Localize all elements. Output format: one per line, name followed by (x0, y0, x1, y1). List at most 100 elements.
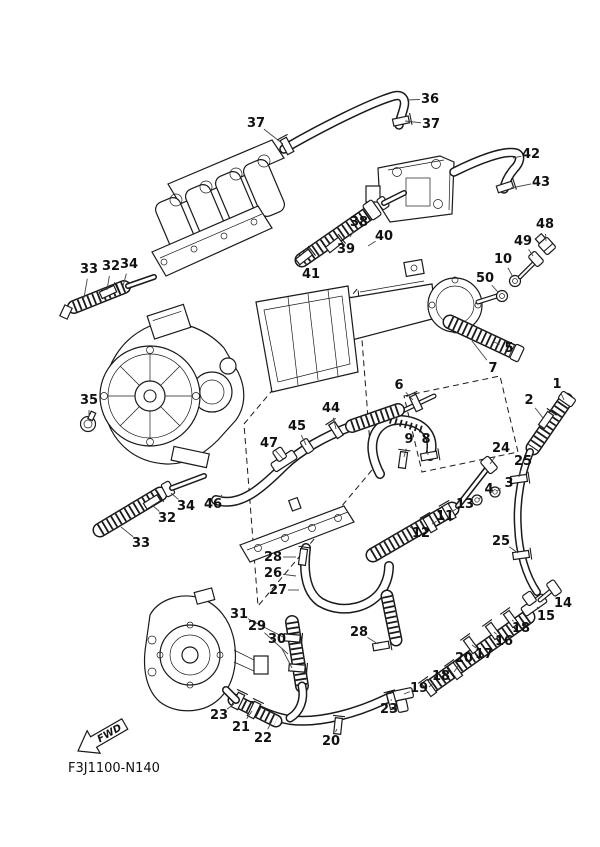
callout-5: 5 (504, 341, 513, 356)
hose-26-27 (297, 543, 403, 652)
leader-line-36 (406, 98, 421, 101)
pipe-joint-rail (239, 496, 355, 563)
leader-line-28 (367, 636, 379, 645)
leader-line-22 (267, 720, 273, 730)
callout-33: 33 (132, 536, 150, 551)
leader-line-25 (518, 470, 522, 478)
leader-line-42 (512, 155, 522, 159)
ribbed-hose-7 (442, 314, 525, 363)
leader-line-32 (106, 275, 110, 291)
leader-line-34 (170, 492, 179, 500)
leader-line-8 (426, 448, 429, 456)
oil-pump-unit (143, 587, 269, 712)
callout-34: 34 (177, 499, 195, 514)
callout-6: 6 (394, 378, 403, 393)
callout-25: 25 (492, 534, 510, 549)
leader-line-46 (219, 494, 223, 498)
leader-line-18 (428, 682, 434, 688)
leader-line-9 (403, 448, 407, 458)
leader-line-41 (304, 261, 307, 266)
leader-line-2 (534, 407, 544, 419)
leader-line-18 (511, 619, 514, 622)
callout-43: 43 (532, 175, 550, 190)
callout-41: 41 (302, 267, 320, 282)
hose-42 (449, 147, 525, 194)
callout-21: 21 (232, 720, 250, 735)
leader-line-32 (151, 504, 160, 512)
leader-line-14 (554, 594, 557, 597)
callout-28: 28 (264, 550, 282, 565)
leader-line-12 (409, 526, 413, 529)
callout-36: 36 (421, 92, 439, 107)
leader-line-38 (349, 230, 355, 238)
callout-11: 11 (436, 509, 454, 524)
leader-line-17 (471, 644, 477, 649)
leader-line-7 (471, 340, 488, 361)
leader-line-20 (335, 728, 338, 733)
diagram-code: F3J1100-N140 (68, 761, 160, 776)
leader-line-4 (478, 495, 483, 500)
callout-20: 20 (322, 734, 340, 749)
engine-flywheel-housing (99, 303, 245, 469)
fwd-arrow: FWD (77, 717, 129, 754)
callout-35: 35 (80, 393, 98, 408)
callout-18: 18 (512, 621, 530, 636)
callout-17: 17 (475, 647, 493, 662)
leader-line-21 (246, 710, 253, 720)
callout-2: 2 (524, 393, 533, 408)
callout-26: 26 (264, 566, 282, 581)
ribbed-hose-17 (425, 579, 562, 693)
callout-42: 42 (522, 147, 540, 162)
callout-29: 29 (248, 619, 266, 634)
leader-line-16 (493, 631, 497, 635)
leader-line-45 (300, 434, 307, 446)
callout-3: 3 (504, 476, 513, 491)
ribbed-hose-1 (509, 390, 576, 596)
leader-line-43 (510, 183, 532, 189)
hose-8-9 (367, 390, 441, 479)
leader-line-24 (489, 455, 496, 465)
callout-16: 16 (495, 634, 513, 649)
leader-line-31 (247, 618, 286, 639)
leader-line-40 (367, 240, 376, 247)
callout-14: 14 (554, 596, 572, 611)
callout-22: 22 (254, 731, 272, 746)
callout-32: 32 (102, 259, 120, 274)
callout-39: 39 (337, 242, 355, 257)
leader-line-1 (560, 392, 565, 401)
leader-line-5 (493, 341, 500, 345)
sensor-fitting-chain (475, 232, 556, 305)
callout-25: 25 (514, 454, 532, 469)
exhaust-manifold (151, 139, 286, 277)
breather-hose-36 (276, 90, 413, 156)
callout-47: 47 (260, 436, 278, 451)
leader-line-30 (281, 647, 293, 669)
callout-23: 23 (210, 708, 228, 723)
callout-28: 28 (350, 625, 368, 640)
leader-line-20 (453, 665, 459, 673)
leader-line-15 (536, 606, 540, 610)
ribbed-hose-33-top (59, 274, 157, 320)
callout-15: 15 (537, 609, 555, 624)
leader-line-6 (405, 392, 414, 401)
callout-50: 50 (476, 271, 494, 286)
callout-30: 30 (268, 632, 286, 647)
leader-line-11 (431, 520, 437, 525)
callout-46: 46 (204, 497, 222, 512)
callout-4: 4 (484, 482, 493, 497)
callout-18: 18 (432, 669, 450, 684)
callout-37: 37 (422, 117, 440, 132)
callout-45: 45 (288, 419, 306, 434)
callout-44: 44 (322, 401, 340, 416)
callout-40: 40 (375, 229, 393, 244)
leader-line-23 (226, 703, 235, 710)
hose-46 (211, 403, 405, 507)
leader-line-26 (282, 573, 297, 577)
callout-8: 8 (421, 432, 430, 447)
leader-line-44 (332, 417, 337, 430)
ribbed-hose-12-chain (365, 455, 501, 563)
clamp-35 (79, 410, 97, 433)
